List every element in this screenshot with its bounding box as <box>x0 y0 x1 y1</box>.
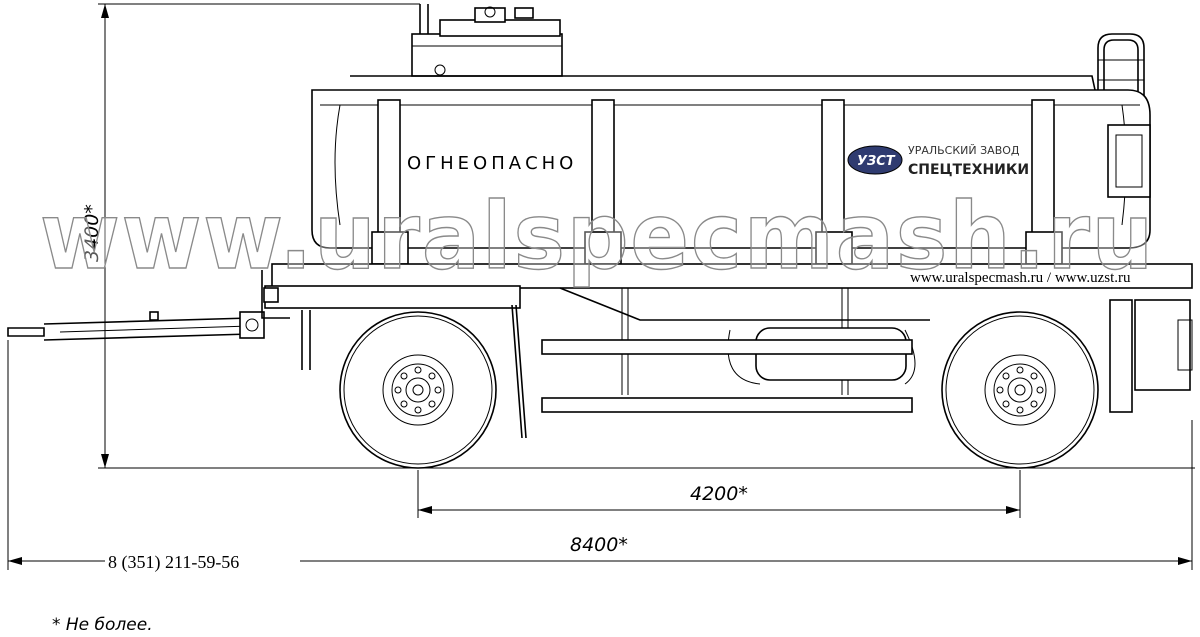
tank-top-equipment <box>411 4 563 77</box>
tank-warning-label: ОГНЕОПАСНО <box>407 153 577 174</box>
tank-body <box>311 75 1151 265</box>
phone-number: 8 (351) 211-59-56 <box>108 552 239 573</box>
rear-wheel <box>941 311 1099 469</box>
length-dimension-label: 8400* <box>570 534 628 556</box>
ladder <box>1097 33 1145 120</box>
height-dimension: 3400* <box>81 3 1195 469</box>
length-dimension: 8400* <box>7 340 1193 570</box>
watermark: www.uralspecmash.ru <box>40 183 1155 290</box>
wheelbase-dimension-label: 4200* <box>690 483 748 505</box>
logo-mark: УЗСТ <box>857 154 896 169</box>
front-wheel <box>339 311 497 469</box>
website-links: www.uralspecmash.ru / www.uzst.ru <box>910 270 1131 286</box>
logo-line1: УРАЛЬСКИЙ ЗАВОД <box>908 144 1020 157</box>
chassis-frame <box>264 263 1193 439</box>
logo-emblem <box>847 145 903 175</box>
drawbar <box>7 270 290 341</box>
manufacturer-logo: УЗСТ УРАЛЬСКИЙ ЗАВОД СПЕЦТЕХНИКИ <box>847 144 1029 178</box>
height-dimension-label: 3400* <box>81 204 103 262</box>
footnote: * Не более. <box>52 615 153 635</box>
wheelbase-dimension: 4200* <box>417 470 1021 518</box>
logo-line2: СПЕЦТЕХНИКИ <box>908 162 1029 178</box>
